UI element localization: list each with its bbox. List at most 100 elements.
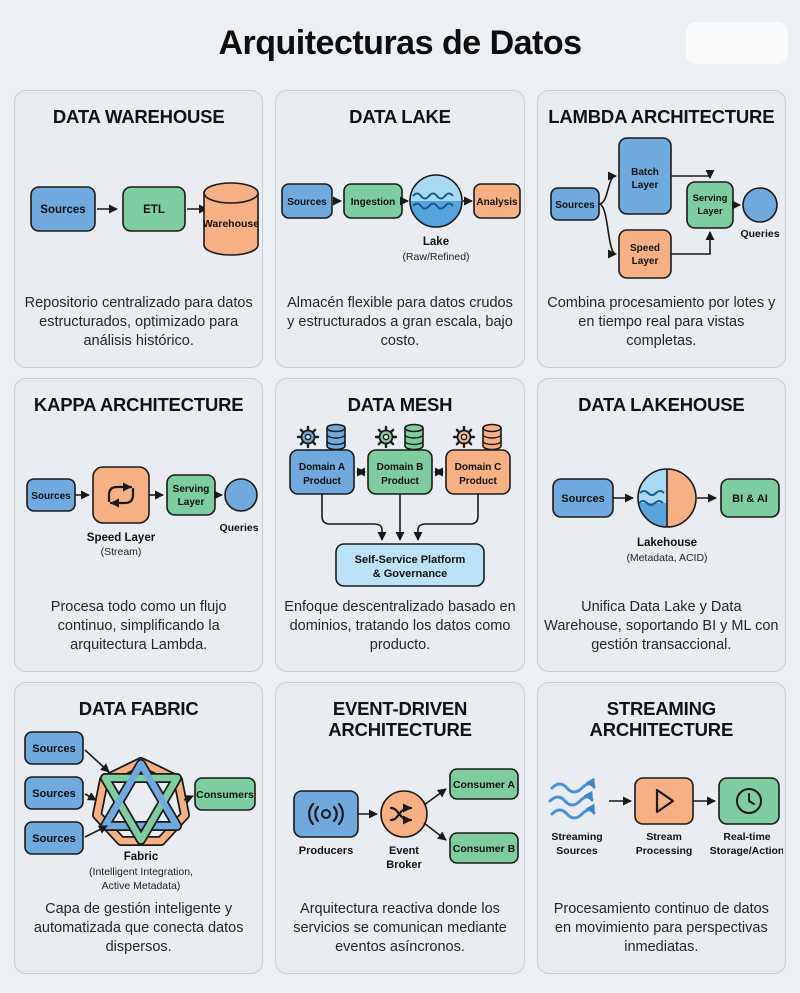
lakehouse-sublabel: (Metadata, ACID) bbox=[627, 552, 708, 564]
stream-processing-label: Stream bbox=[647, 831, 683, 843]
card-description: Capa de gestión inteligente y automatiza… bbox=[33, 900, 244, 955]
diagram-data-lake: Sources Ingestion Analysis Lake (Raw/Ref… bbox=[276, 127, 523, 293]
card-lambda-architecture: LAMBDA ARCHITECTURE Batch Layer Speed La… bbox=[536, 90, 786, 368]
arrow bbox=[321, 494, 387, 542]
arrow bbox=[413, 494, 479, 542]
stream-loop-icon bbox=[107, 482, 134, 508]
ingestion-label: Ingestion bbox=[351, 197, 395, 208]
card-data-lake: DATA LAKE Sources Ingestion Analysis bbox=[275, 90, 525, 368]
realtime-storage-label: Real-time bbox=[724, 831, 771, 843]
speed-label: Speed bbox=[630, 243, 660, 254]
arrow bbox=[598, 203, 618, 259]
sources-label: Sources bbox=[556, 200, 596, 211]
lake-label: Lake bbox=[423, 236, 449, 248]
consumer-b-node bbox=[449, 832, 519, 864]
arrow bbox=[84, 792, 97, 802]
batch-label: Batch bbox=[631, 167, 659, 178]
arrow bbox=[423, 822, 447, 841]
sources-node bbox=[23, 776, 84, 811]
consumers-label: Consumers bbox=[196, 789, 254, 801]
sources-node bbox=[23, 821, 84, 856]
gear-icon bbox=[374, 426, 398, 449]
consumer-a-node bbox=[449, 768, 519, 800]
card-title: DATA MESH bbox=[347, 394, 453, 415]
queries-icon bbox=[742, 187, 779, 224]
card-kappa-architecture: KAPPA ARCHITECTURE Sources Speed Layer (… bbox=[14, 378, 264, 672]
card-description: Procesa todo como un flujo continuo, sim… bbox=[50, 598, 227, 653]
domain-a-label2: Product bbox=[303, 476, 341, 487]
card-title: DATA LAKEHOUSE bbox=[578, 394, 745, 415]
fabric-sublabel2: Active Metadata) bbox=[101, 880, 180, 892]
bi-ai-label: BI & AI bbox=[732, 493, 768, 505]
producers-node bbox=[293, 790, 359, 838]
diagram-data-fabric: Sources Sources Sources bbox=[15, 719, 262, 899]
card-description: Almacén flexible para datos crudos y est… bbox=[287, 294, 513, 349]
card-title: DATA FABRIC bbox=[78, 698, 199, 719]
broadcast-icon bbox=[308, 802, 344, 826]
blank-patch bbox=[686, 22, 788, 64]
diagram-data-warehouse: Sources ETL Warehouse bbox=[15, 127, 262, 293]
card-streaming: STREAMING ARCHITECTURE Streaming Sources… bbox=[536, 682, 786, 974]
platform-label: Self-Service Platform bbox=[355, 554, 466, 566]
card-title: DATA LAKE bbox=[349, 106, 451, 127]
speed-layer-node bbox=[618, 229, 673, 280]
sources-label: Sources bbox=[32, 788, 75, 800]
platform-node bbox=[335, 543, 485, 588]
queries-label: Queries bbox=[741, 228, 780, 240]
domain-b-label: Domain B bbox=[377, 462, 424, 473]
card-data-mesh: DATA MESH bbox=[275, 378, 525, 672]
queries-label: Queries bbox=[219, 522, 258, 534]
speed-label2: Layer bbox=[632, 256, 659, 267]
etl-label: ETL bbox=[143, 204, 165, 216]
streaming-sources-label2: Sources bbox=[557, 845, 599, 857]
arrow bbox=[599, 171, 618, 206]
play-icon bbox=[656, 788, 675, 814]
diagram-data-mesh: Domain A Product Domain B Product Domain… bbox=[276, 415, 523, 597]
gear-icon bbox=[452, 426, 476, 449]
serving-label: Serving bbox=[172, 484, 209, 495]
speed-layer-sublabel: (Stream) bbox=[100, 546, 141, 558]
analysis-node bbox=[473, 183, 521, 220]
domain-a-label: Domain A bbox=[299, 462, 345, 473]
stream-processing-node bbox=[634, 777, 695, 825]
serving-layer-node bbox=[686, 181, 735, 230]
analysis-label: Analysis bbox=[476, 197, 518, 208]
warehouse-label: Warehouse bbox=[203, 218, 259, 230]
card-description: Unifica Data Lake y Data Warehouse, sopo… bbox=[544, 598, 779, 653]
arrow bbox=[84, 825, 108, 839]
batch-label2: Layer bbox=[632, 180, 659, 191]
sources-node bbox=[281, 183, 333, 220]
card-description: Enfoque descentralizado basado en domini… bbox=[284, 598, 516, 653]
serving-label2: Layer bbox=[698, 206, 724, 217]
lakehouse-icon bbox=[637, 468, 698, 529]
domain-b-label2: Product bbox=[381, 476, 419, 487]
arrow bbox=[671, 170, 715, 180]
arrow bbox=[423, 788, 447, 806]
queries-icon bbox=[223, 478, 258, 512]
event-broker-label2: Broker bbox=[386, 859, 422, 871]
fabric-label: Fabric bbox=[123, 851, 158, 863]
arrow bbox=[84, 749, 110, 774]
card-description: Arquitectura reactiva donde los servicio… bbox=[293, 900, 507, 955]
stream-processing-label2: Processing bbox=[636, 845, 693, 857]
diagram-event-driven: Producers Event Broker Consumer A Consum… bbox=[276, 741, 523, 900]
event-broker-label: Event bbox=[389, 845, 419, 857]
sources-label: Sources bbox=[562, 493, 605, 505]
gear-icon bbox=[296, 426, 320, 449]
cards-grid: DATA WAREHOUSE Sources ETL Warehouse Rep… bbox=[0, 90, 800, 974]
diagram-lakehouse: Sources BI & AI Lakehouse (Metadata, ACI… bbox=[538, 415, 785, 597]
consumer-a-label: Consumer A bbox=[453, 779, 515, 791]
realtime-storage-label2: Storage/Action bbox=[710, 845, 783, 857]
lake-sublabel: (Raw/Refined) bbox=[402, 251, 469, 263]
streaming-sources-label: Streaming bbox=[552, 831, 603, 843]
bi-ai-node bbox=[720, 478, 781, 519]
card-data-fabric: DATA FABRIC Sources Sources Sources bbox=[14, 682, 264, 974]
fabric-sublabel: (Intelligent Integration, bbox=[89, 866, 193, 878]
consumer-b-label: Consumer B bbox=[453, 843, 516, 855]
platform-label2: & Governance bbox=[373, 568, 448, 580]
database-icon bbox=[404, 424, 424, 451]
page-title: Arquitecturas de Datos bbox=[218, 24, 582, 62]
card-title: LAMBDA ARCHITECTURE bbox=[548, 106, 775, 127]
shuffle-icon bbox=[389, 803, 413, 825]
card-title: STREAMING ARCHITECTURE bbox=[589, 698, 734, 741]
